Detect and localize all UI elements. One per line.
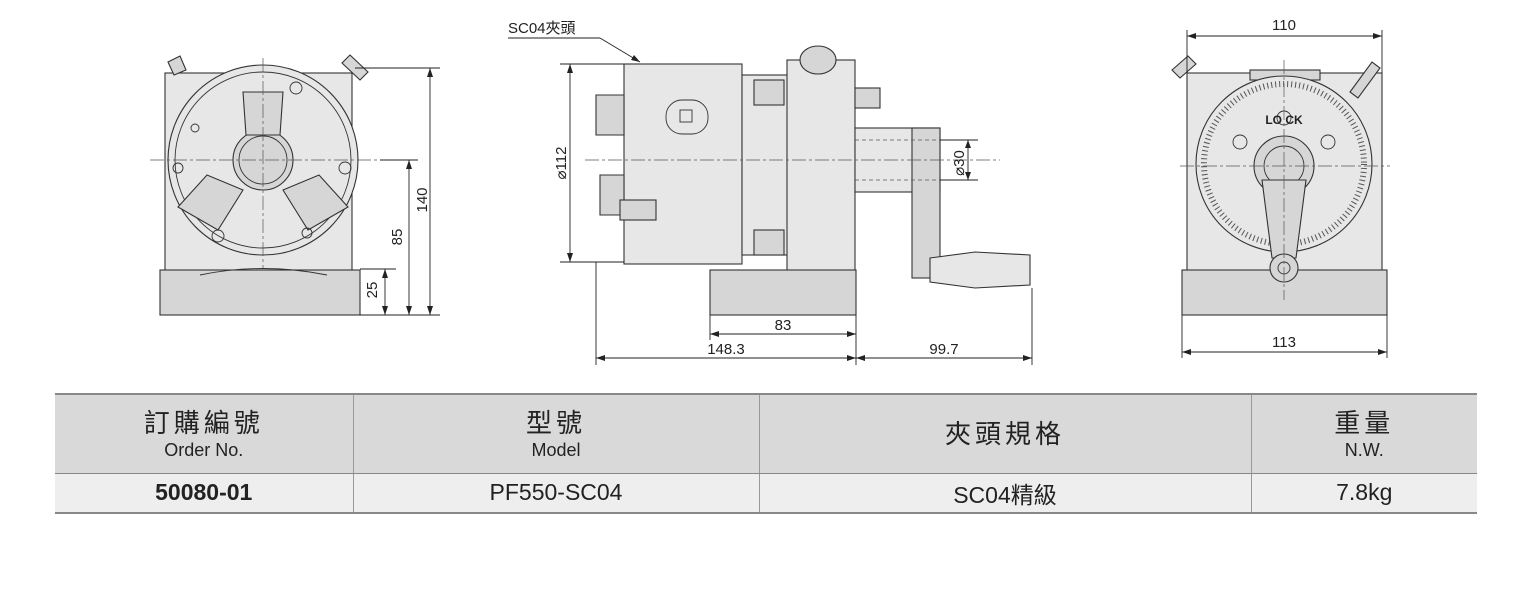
dim-110-label: 110 <box>1272 17 1296 34</box>
chuck-screw-6 <box>190 123 200 133</box>
side-view: SC04夾頭 ⌀112 ⌀30 <box>508 20 1033 365</box>
lock-lever-left <box>167 55 187 76</box>
callout-arrow <box>631 55 640 62</box>
crank-handle <box>929 251 1031 289</box>
lock-knob <box>799 45 837 75</box>
dim-30-arrows <box>965 140 971 180</box>
header-order-no-en: Order No. <box>164 439 244 460</box>
chuck-screw-5 <box>301 227 313 239</box>
header-weight-en: N.W. <box>1344 439 1384 460</box>
dim-99-label: 99.7 <box>929 341 958 358</box>
front-base <box>159 269 361 316</box>
header-order-no-zh: 訂購編號 <box>143 407 264 438</box>
header-model-en: Model <box>531 439 581 460</box>
lock-lever-right <box>341 54 369 81</box>
header-weight: 重量 N.W. <box>1250 393 1477 474</box>
dim-25-label: 25 <box>364 282 381 299</box>
side-base <box>709 269 857 316</box>
rear-lever-left <box>1171 55 1197 79</box>
key-socket <box>665 99 709 135</box>
cell-model: PF550-SC04 <box>352 473 760 514</box>
chuck-screw-2 <box>338 161 352 175</box>
rear-view: LO CK 110 113 <box>1171 17 1390 358</box>
header-chuck-spec-zh: 夾頭規格 <box>944 418 1065 449</box>
head-housing <box>786 59 856 273</box>
jaw-top-side <box>595 94 625 136</box>
dim-112-label: ⌀112 <box>553 147 570 180</box>
front-base-arc <box>199 268 328 276</box>
table-row: 50080-01 PF550-SC04 SC04精級 7.8kg <box>55 473 1477 514</box>
chuck-jaw-right <box>282 174 349 231</box>
header-model: 型號 Model <box>352 393 760 474</box>
flange-clamp-top <box>753 79 785 106</box>
rear-screw-right <box>1320 134 1336 150</box>
crank-arm <box>911 127 941 279</box>
chuck-jaw-left <box>177 174 244 231</box>
key-socket-square <box>679 109 693 123</box>
table-header-row: 訂購編號 Order No. 型號 Model 夾頭規格 重量 N.W. <box>55 393 1477 474</box>
head-lever <box>854 87 881 109</box>
callout-label: SC04夾頭 <box>508 20 576 37</box>
dim-148-label: 148.3 <box>707 341 745 358</box>
cell-order-no: 50080-01 <box>55 473 354 514</box>
dim-113-label: 113 <box>1272 334 1296 351</box>
jaw-bottom-step <box>619 199 657 221</box>
front-view: 140 85 25 <box>150 54 440 316</box>
chuck-screw-4 <box>172 162 184 174</box>
chuck-screw-1 <box>289 81 303 95</box>
rear-lever-right <box>1349 61 1381 99</box>
dim-30-label: ⌀30 <box>951 150 968 176</box>
technical-drawing: 140 85 25 SC04夾頭 ⌀112 <box>150 17 1390 365</box>
flange-clamp-bottom <box>753 229 785 256</box>
header-model-zh: 型號 <box>525 407 586 438</box>
dim-83-label: 83 <box>775 317 792 334</box>
side-dim-arrows <box>596 331 1032 361</box>
crank-plate <box>1261 179 1307 259</box>
dim-140-label: 140 <box>414 187 431 212</box>
cell-chuck-spec: SC04精級 <box>758 473 1252 514</box>
header-chuck-spec: 夾頭規格 <box>758 393 1252 474</box>
cell-weight: 7.8kg <box>1250 473 1477 514</box>
spec-table: 訂購編號 Order No. 型號 Model 夾頭規格 重量 N.W. 500… <box>55 393 1477 514</box>
chuck-screw-3 <box>211 229 225 243</box>
dim-85-label: 85 <box>389 229 406 246</box>
rear-screw-left <box>1232 134 1248 150</box>
chuck-side-body <box>623 63 743 265</box>
header-order-no: 訂購編號 Order No. <box>55 393 354 474</box>
header-weight-zh: 重量 <box>1334 407 1395 438</box>
